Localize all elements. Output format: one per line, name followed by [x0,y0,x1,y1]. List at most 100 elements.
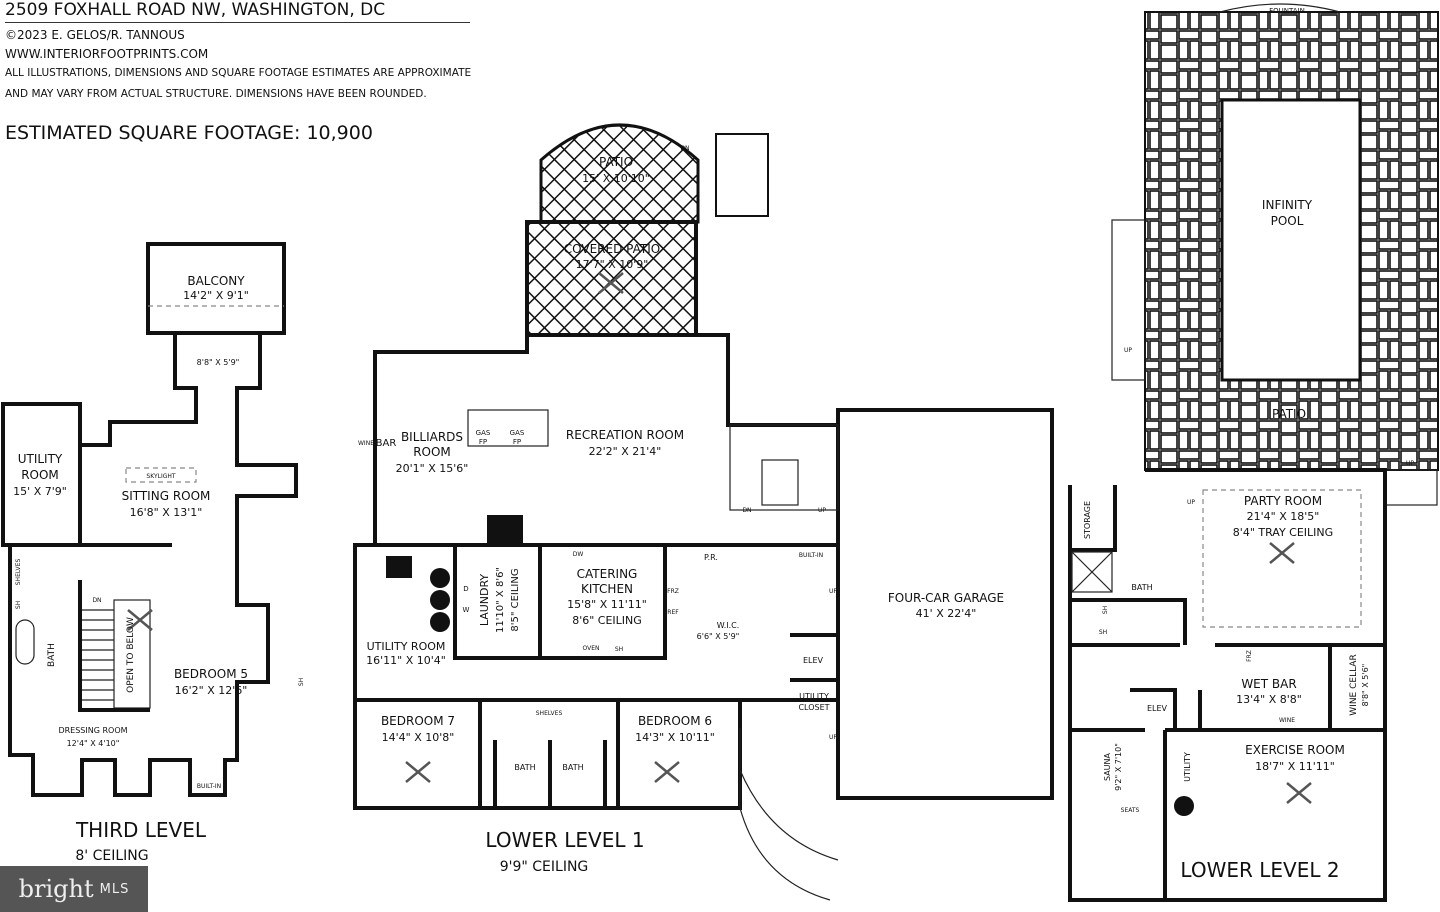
sauna-dims: 9'2" X 7'10" [1114,743,1123,791]
up-label: UP [829,588,837,595]
property-address: 2509 FOXHALL ROAD NW, WASHINGTON, DC [5,0,470,23]
bedroom-6-dims: 14'3" X 10'11" [635,731,715,744]
stairs [729,424,839,511]
third-level-title: THIRD LEVEL [75,818,207,842]
utility-room-label: ROOM [21,468,59,482]
fireplace [467,409,549,447]
bath-label: BATH [562,763,583,772]
catering-kitchen-ceiling: 8'6" CEILING [572,614,642,627]
lower-level-2-title: LOWER LEVEL 2 [1180,858,1339,882]
bath-label: BATH [514,763,535,772]
built-in-label: BUILT-IN [799,552,823,559]
up-label: UP [818,507,826,514]
elev-label: ELEV [803,656,824,665]
wine-cellar-label: WINE CELLAR [1349,654,1359,715]
exercise-room-dims: 18'7" X 11'11" [1255,760,1335,773]
wic-dims: 6'6" X 5'9" [697,632,740,641]
wic-label: W.I.C. [717,621,740,630]
third-utility-room [1,402,82,547]
gas-fp-label: FP [479,438,487,446]
bedroom-7-dims: 14'4" X 10'8" [382,731,455,744]
utility-closet-label: CLOSET [798,703,829,712]
shelves-label: SHELVES [536,710,563,717]
elev-label: ELEV [1147,704,1168,713]
utility-room-dims: 15' X 7'9" [13,485,67,498]
garage-label: FOUR-CAR GARAGE [888,591,1004,605]
frz-label: FRZ [1246,650,1253,662]
copyright: ©2023 E. GELOS/R. TANNOUS [5,28,185,42]
balcony-dims: 14'2" X 9'1" [183,289,249,302]
patio-stairs [715,133,769,217]
infinity-pool-label: INFINITY [1262,198,1313,212]
catering-kitchen-label: KITCHEN [581,582,633,596]
patio-label: PATIO [599,155,633,169]
powder-room-label: P.R. [704,553,718,562]
dn-label: DN [680,145,689,152]
bedroom-7-label: BEDROOM 7 [381,714,455,728]
dn-label: DN [92,597,101,604]
utility-room-label: UTILITY ROOM [367,640,446,653]
infinity-pool [1220,98,1362,382]
laundry-dims: 11'10" X 8'6" [495,567,506,633]
covered-patio-label: COVERED PATIO [564,242,660,256]
catering-kitchen-label: CATERING [577,567,638,581]
up-label: UP [1406,460,1414,467]
sauna-label: SAUNA [1103,752,1112,781]
billiards-room-dims: 20'1" X 15'6" [396,462,469,475]
sitting-room-label: SITTING ROOM [122,489,211,503]
dressing-room-label: DRESSING ROOM [58,726,127,735]
gas-fp-label: GAS [510,429,525,437]
wine-label: WINE [358,440,374,447]
square-footage: ESTIMATED SQUARE FOOTAGE: 10,900 [5,122,373,144]
bathtub-icon [15,619,35,665]
lower-level-1-ceiling: 9'9" CEILING [500,859,589,875]
shelves-label: SHELVES [15,559,22,586]
bedroom-5-dims: 16'2" X 12'6" [175,684,248,697]
dressing-room-dims: 12'4" X 4'10" [67,739,120,748]
bath-label: BATH [1131,583,1152,592]
washer-label: W [463,606,470,614]
covered-patio-lattice [525,220,698,337]
party-room-ceiling: 8'4" TRAY CEILING [1233,526,1333,539]
storage-label: STORAGE [1083,501,1092,539]
tray-ceiling [1202,489,1362,628]
lower-level-2-plan [1068,3,1439,902]
covered-patio-dims: 17'7" X 10'9" [576,258,649,271]
gas-fp-label: GAS [476,429,491,437]
bath-label: BATH [47,643,57,667]
patio-dims: 15' X 10'10" [582,172,650,185]
utility-label: UTILITY [1183,752,1192,782]
utility-room-dims: 16'11" X 10'4" [366,654,446,667]
laundry-ceiling: 8'5" CEILING [510,568,521,631]
patio-label: PATIO [1272,407,1306,421]
wet-bar-label: WET BAR [1241,677,1296,691]
dryer-label: D [463,585,468,593]
third-level-plan [1,242,298,797]
seats-label: SEATS [1121,807,1140,814]
fountain-label: FOUNTAIN [1269,7,1305,15]
dw-label: DW [573,551,584,558]
infinity-pool-label: POOL [1271,214,1304,228]
logo-suffix: MLS [99,881,130,897]
balcony [146,242,286,335]
exercise-room-label: EXERCISE ROOM [1245,743,1345,757]
lower-level-1-title: LOWER LEVEL 1 [485,828,644,852]
gas-fp-label: FP [513,438,521,446]
wine-cellar-dims: 8'8" X 5'6" [1361,664,1370,707]
ref-label: REF [667,609,679,616]
party-room-label: PARTY ROOM [1244,494,1322,508]
lower-level-1-plan [353,123,1054,901]
utility-closet-label: UTILITY [799,692,829,701]
ceiling-fans [127,272,1312,804]
disclaimer-line-1: ALL ILLUSTRATIONS, DIMENSIONS AND SQUARE… [5,67,472,79]
landing-dims: 8'8" X 5'9" [197,358,240,367]
garage-dims: 41' X 22'4" [916,607,977,620]
up-label: UP [1124,347,1132,354]
website: WWW.INTERIORFOOTPRINTS.COM [5,47,209,61]
plan-header: 2509 FOXHALL ROAD NW, WASHINGTON, DC ©20… [5,0,471,144]
up-label: UP [829,734,837,741]
catering-kitchen-dims: 15'8" X 11'11" [567,598,647,611]
billiards-room-label: ROOM [413,445,451,459]
billiards-room-label: BILLIARDS [401,430,463,444]
